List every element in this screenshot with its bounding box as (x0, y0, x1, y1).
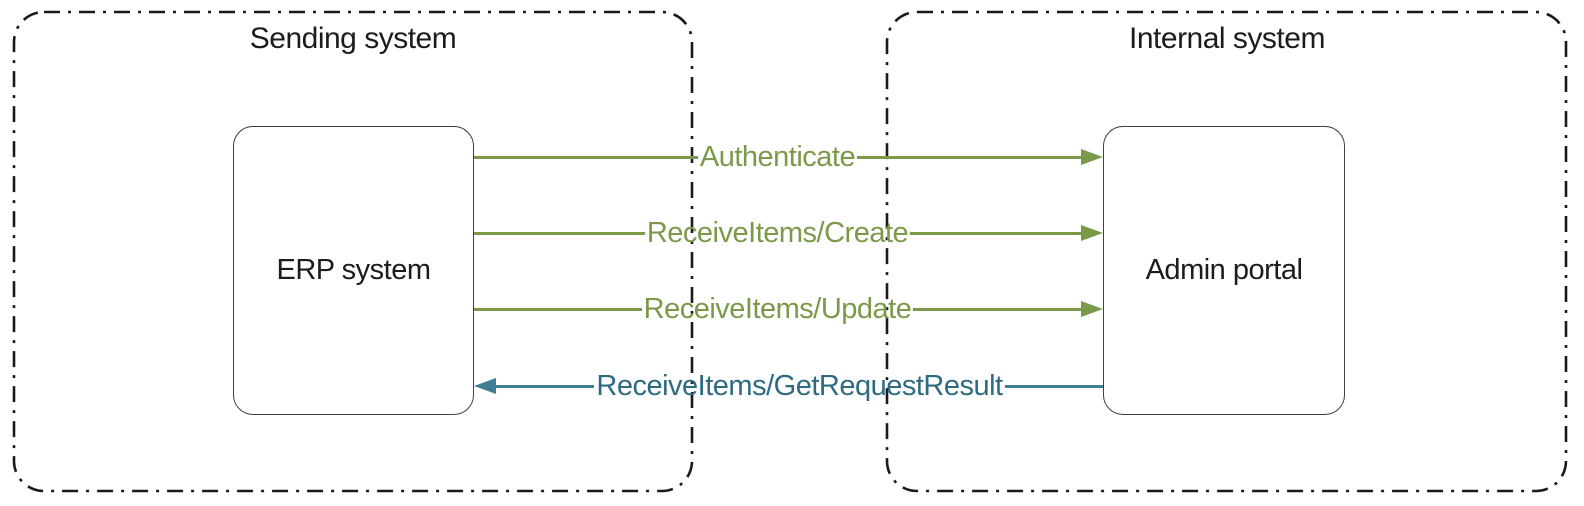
arrow-line (1004, 384, 1103, 388)
arrowhead-left-icon (474, 378, 496, 394)
arrow-label: ReceiveItems/Create (646, 217, 909, 249)
arrow-receiveitems-getrequestresult: ReceiveItems/GetRequestResult (474, 368, 1103, 404)
arrow-label: Authenticate (699, 141, 856, 173)
admin-portal-node: Admin portal (1103, 126, 1345, 415)
arrow-line (910, 231, 1081, 235)
arrow-label: ReceiveItems/Update (643, 293, 912, 325)
arrow-line (496, 384, 595, 388)
arrow-authenticate: Authenticate (474, 139, 1104, 175)
admin-portal-node-label: Admin portal (1145, 254, 1303, 286)
arrowhead-right-icon (1081, 149, 1104, 165)
arrow-receiveitems-update: ReceiveItems/Update (474, 291, 1103, 327)
arrow-line (913, 307, 1081, 311)
erp-system-node: ERP system (233, 126, 474, 415)
arrow-line (474, 307, 642, 311)
arrow-line (474, 231, 645, 235)
erp-system-node-label: ERP system (276, 254, 431, 286)
arrowhead-right-icon (1081, 301, 1103, 317)
arrow-line (857, 155, 1082, 159)
arrow-label: ReceiveItems/GetRequestResult (596, 370, 1003, 402)
arrowhead-right-icon (1081, 225, 1103, 241)
sending-system-title: Sending system (249, 22, 457, 55)
arrow-receiveitems-create: ReceiveItems/Create (474, 215, 1103, 251)
internal-system-title: Internal system (1129, 22, 1325, 55)
arrow-line (474, 155, 698, 159)
